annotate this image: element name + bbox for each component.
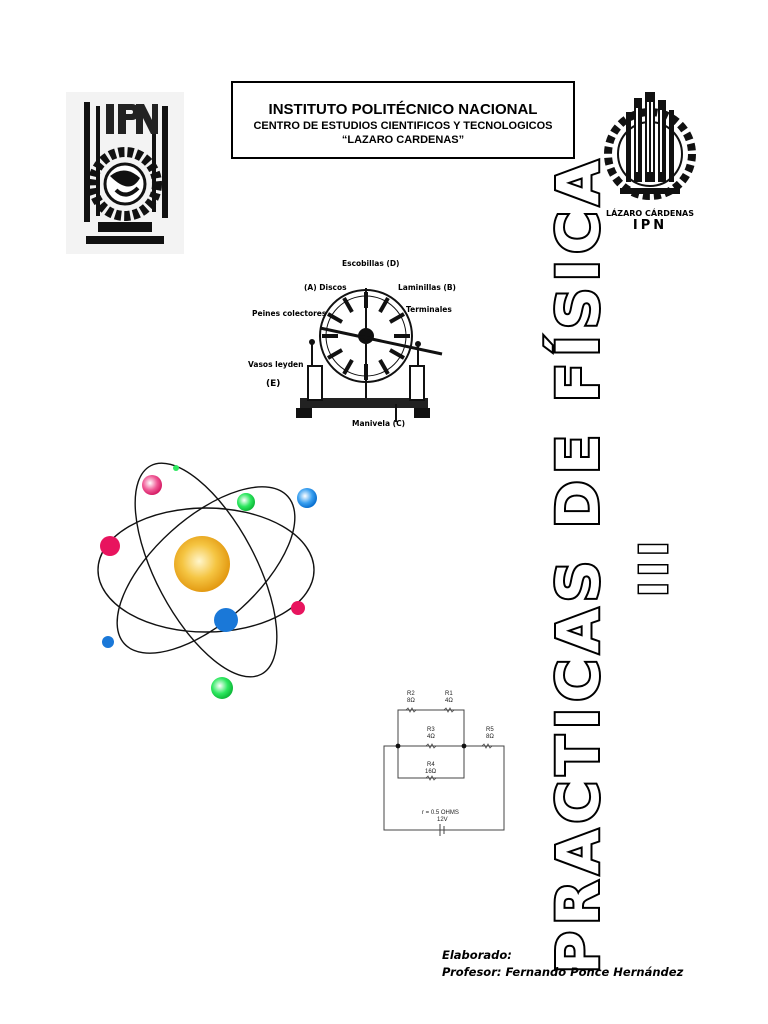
orbit-diagonal-up [116,486,296,654]
center-name: CENTRO DE ESTUDIOS CIENTIFICOS Y TECNOLO… [253,120,553,132]
r5-name: R5 [486,727,494,733]
circuit-diagram: R2 8Ω R1 4Ω R3 4Ω R5 8Ω R4 16Ω r = 0.5 O… [378,686,508,838]
label-manivela: Manivela (C) [352,419,405,428]
r3-name: R3 [427,727,435,733]
r3-value: 4Ω [427,734,435,740]
volume-number: III [631,534,678,597]
electron [102,636,114,648]
orbit-diagonal-down [134,462,278,678]
main-title: PRACTICAS DE FÍSICA [542,152,614,975]
header-box: INSTITUTO POLITÉCNICO NACIONAL CENTRO DE… [231,81,575,159]
machine-drawing [296,288,443,422]
electron [214,608,238,632]
credits: Elaborado: Profesor: Fernando Ponce Hern… [442,947,683,981]
electron [100,536,120,556]
electron [297,488,317,508]
credits-line2: Profesor: Fernando Ponce Hernández [442,965,684,979]
school-name: “LAZARO CARDENAS” [341,134,465,146]
r4-name: R4 [427,762,435,768]
r1-value: 4Ω [445,698,453,704]
label-e: (E) [266,379,280,389]
label-discos: (A) Discos [304,283,347,292]
electron [173,465,179,471]
cecyt-logo: LÁZARO CÁRDENAS IPN [598,92,702,233]
orbit-horizontal [97,507,315,633]
electron [211,677,233,699]
cecyt-caption-ipn: IPN [633,218,667,232]
label-vasos: Vasos leyden [248,360,304,369]
r2-name: R2 [407,691,415,697]
r5-value: 8Ω [486,734,494,740]
electron [142,475,162,495]
electron [237,493,255,511]
cecyt-caption: LÁZARO CÁRDENAS [606,207,694,218]
r2-value: 8Ω [407,698,415,704]
credits-line1: Elaborado: [442,948,512,962]
atom-illustration [94,430,324,712]
r4-value: 16Ω [425,769,437,775]
label-laminillas: Laminillas (B) [398,283,456,292]
ipn-logo [66,92,184,254]
internal-resistance: r = 0.5 OHMS [422,810,459,816]
r1-name: R1 [445,691,453,697]
electron [291,601,305,615]
battery-voltage: 12V [437,817,448,823]
institute-name: INSTITUTO POLITÉCNICO NACIONAL [268,101,538,118]
nucleus [174,536,230,592]
wimshurst-machine-figure: Escobillas (D) (A) Discos Laminillas (B)… [246,254,460,434]
label-escobillas: Escobillas (D) [342,259,399,268]
label-terminales: Terminales [406,305,452,314]
label-peines: Peines colectores [252,309,327,318]
